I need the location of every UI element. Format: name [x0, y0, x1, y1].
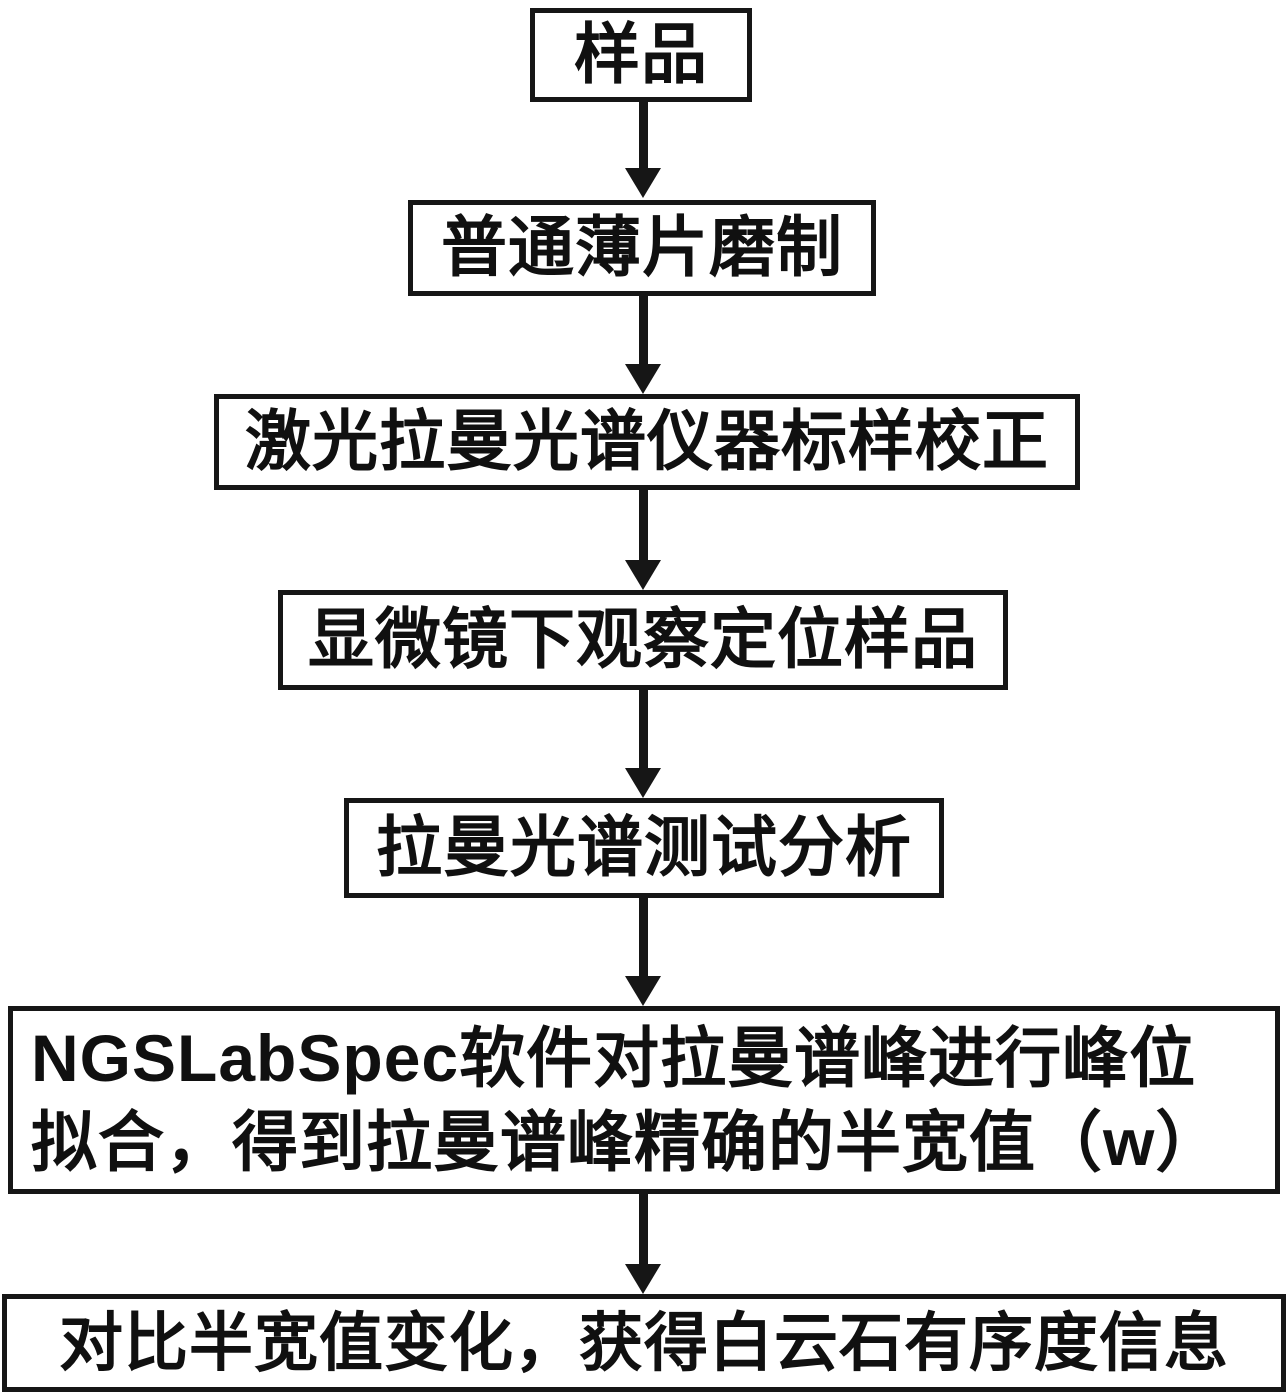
flow-arrow-6: [625, 1194, 661, 1294]
arrow-stem: [638, 1194, 648, 1264]
flow-arrow-5: [625, 898, 661, 1006]
flow-node-microscope-locate-sample: 显微镜下观察定位样品: [278, 590, 1008, 690]
arrow-stem: [638, 102, 648, 168]
flow-arrow-2: [625, 296, 661, 394]
flow-arrow-4: [625, 690, 661, 798]
flow-node-thin-section-grinding-label: 普通薄片磨制: [441, 210, 843, 285]
flow-node-compare-halfwidth: 对比半宽值变化，获得白云石有序度信息: [2, 1294, 1286, 1392]
flow-node-microscope-locate-sample-label: 显微镜下观察定位样品: [308, 602, 978, 677]
arrow-stem: [638, 490, 648, 560]
arrow-down-icon: [625, 1264, 661, 1294]
flow-arrow-1: [625, 102, 661, 198]
flow-node-raman-instrument-calibration: 激光拉曼光谱仪器标样校正: [214, 394, 1080, 490]
flow-node-peak-fitting-line-2: 拟合，得到拉曼谱峰精确的半宽值（w）: [31, 1105, 1223, 1179]
flow-arrow-3: [625, 490, 661, 590]
arrow-stem: [638, 898, 648, 976]
flow-node-sample-label: 样品: [574, 17, 708, 92]
flow-node-raman-instrument-calibration-label: 激光拉曼光谱仪器标样校正: [245, 404, 1049, 479]
arrow-down-icon: [625, 560, 661, 590]
flow-node-peak-fitting-line-1: NGSLabSpec软件对拉曼谱峰进行峰位: [31, 1020, 1197, 1095]
flow-node-raman-test-analysis-label: 拉曼光谱测试分析: [376, 810, 912, 885]
arrow-down-icon: [625, 768, 661, 798]
arrow-down-icon: [625, 364, 661, 394]
flow-node-thin-section-grinding: 普通薄片磨制: [408, 200, 876, 296]
arrow-stem: [638, 296, 648, 364]
arrow-down-icon: [625, 976, 661, 1006]
flow-node-sample: 样品: [530, 8, 752, 102]
flow-node-peak-fitting: NGSLabSpec软件对拉曼谱峰进行峰位 拟合，得到拉曼谱峰精确的半宽值（w）: [8, 1006, 1280, 1194]
flow-node-raman-test-analysis: 拉曼光谱测试分析: [344, 798, 944, 898]
arrow-stem: [638, 690, 648, 768]
flow-node-compare-halfwidth-label: 对比半宽值变化，获得白云石有序度信息: [59, 1306, 1229, 1379]
arrow-down-icon: [625, 168, 661, 198]
